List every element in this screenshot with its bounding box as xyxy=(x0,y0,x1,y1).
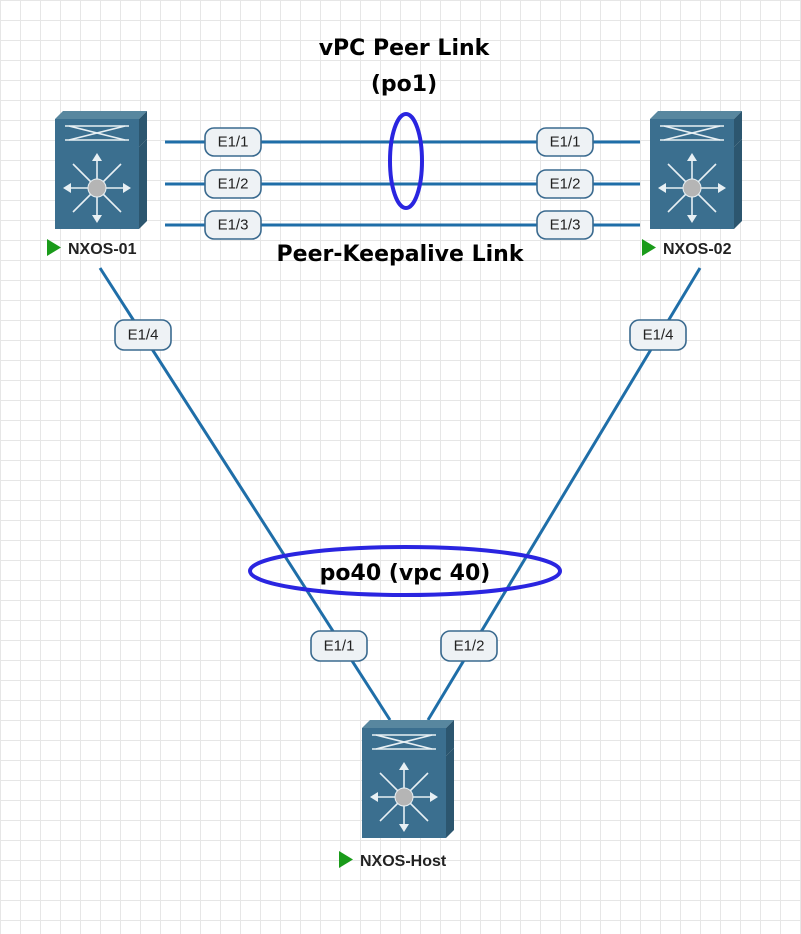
nexus-switch-icon xyxy=(649,110,743,230)
node-label-host: NXOS-Host xyxy=(360,853,447,870)
peer-link-title: vPC Peer Link xyxy=(319,36,491,61)
port-label: E1/1 xyxy=(550,134,581,151)
nexus-switch-icon xyxy=(361,719,455,839)
port-nxos02-e11: E1/1 xyxy=(536,127,594,157)
port-label: E1/2 xyxy=(454,638,485,655)
node-nxos02[interactable]: NXOS-02 xyxy=(642,110,743,258)
node-host[interactable]: NXOS-Host xyxy=(339,719,455,870)
play-status-icon xyxy=(47,239,61,256)
port-nxos01-e12: E1/2 xyxy=(204,169,262,199)
port-nxos02-e14: E1/4 xyxy=(629,319,687,351)
node-label-nxos02: NXOS-02 xyxy=(663,241,732,258)
port-label: E1/4 xyxy=(643,327,674,344)
port-nxos01-e13: E1/3 xyxy=(204,210,262,240)
port-label: E1/1 xyxy=(324,638,355,655)
port-label: E1/4 xyxy=(128,327,159,344)
nexus-switch-icon xyxy=(54,110,148,230)
port-labels: E1/1 E1/2 E1/3 E1/1 E1/2 E1/3 E1/4 E1/4 xyxy=(114,127,687,662)
vpc-oval xyxy=(248,545,562,597)
port-label: E1/2 xyxy=(550,176,581,193)
port-nxos01-e11: E1/1 xyxy=(204,127,262,157)
keepalive-label: Peer-Keepalive Link xyxy=(277,242,525,267)
peer-link-oval xyxy=(388,112,424,210)
port-label: E1/3 xyxy=(218,217,249,234)
play-status-icon xyxy=(339,851,353,868)
node-label-nxos01: NXOS-01 xyxy=(68,241,137,258)
node-nxos01[interactable]: NXOS-01 xyxy=(47,110,148,258)
links xyxy=(98,140,702,721)
vpc-po-label: po40 (vpc 40) xyxy=(320,561,491,586)
port-nxos02-e13: E1/3 xyxy=(536,210,594,240)
port-label: E1/3 xyxy=(550,217,581,234)
port-label: E1/2 xyxy=(218,176,249,193)
play-status-icon xyxy=(642,239,656,256)
port-label: E1/1 xyxy=(218,134,249,151)
port-nxos02-e12: E1/2 xyxy=(536,169,594,199)
port-host-e11: E1/1 xyxy=(310,630,368,662)
peer-link-po: (po1) xyxy=(371,72,437,97)
port-host-e12: E1/2 xyxy=(440,630,498,662)
port-nxos01-e14: E1/4 xyxy=(114,319,172,351)
